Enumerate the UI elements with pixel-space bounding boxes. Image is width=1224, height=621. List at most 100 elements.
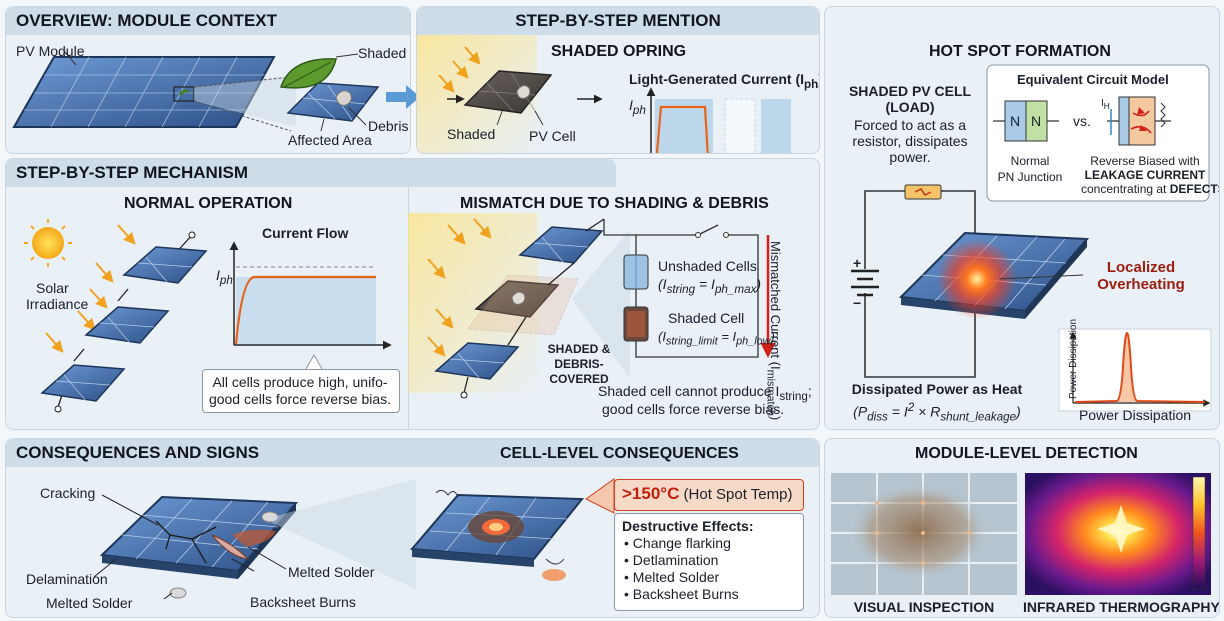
effect-4: • Backsheet Burns — [624, 586, 739, 602]
light-current-chart-title: Light-Generated Current (Iph) — [629, 71, 819, 93]
reverse-biased-label: Reverse Biased with — [1090, 154, 1200, 168]
normal-y-text: I — [216, 267, 220, 283]
unshaded-cells-label: Unshaded Cells — [658, 258, 757, 274]
temp-label: (Hot Spot Temp) — [679, 486, 793, 503]
pv-module-label: PV Module — [16, 43, 85, 59]
equivalent-circuit-title: Equivalent Circuit Model — [1017, 72, 1169, 87]
chart-title-sub: ph — [804, 77, 819, 91]
shaded-f4: ph_low — [736, 335, 771, 348]
overview-title: OVERVIEW: MODULE CONTEXT — [6, 7, 410, 35]
pf-c: = I — [887, 403, 908, 420]
pf-a: (P — [853, 403, 868, 420]
defects-label: concentrating at DEFECTS — [1081, 181, 1219, 198]
consequences-panel: CONSEQUENCES AND SIGNS CELL-LEVEL CONSEQ… — [5, 438, 820, 618]
affected-area-label: Affected Area — [288, 132, 372, 148]
detection-title: MODULE-LEVEL DETECTION — [915, 445, 1138, 462]
delamination-label: Delamination — [26, 571, 108, 587]
shaded-formula: (Istring_limit = Iph_low) — [658, 328, 775, 351]
shaded-pv-cell-title: SHADED PV CELL — [848, 83, 972, 99]
mismatch-illustration — [408, 213, 776, 399]
temp-callout — [614, 479, 804, 511]
dissipated-power-label: Dissipated Power as Heat — [851, 381, 1023, 397]
normal-note — [202, 369, 400, 413]
normal-operation-illustration — [24, 219, 392, 413]
hotspot-desc-1: Forced to act as a — [853, 117, 967, 133]
mm-n1: Shaded cell cannot produce I — [598, 383, 780, 399]
load-label: (LOAD) — [885, 99, 935, 115]
mm-n2: string — [779, 389, 808, 403]
pf-d: 2 — [907, 401, 915, 414]
consequences-title: CONSEQUENCES AND SIGNS — [6, 439, 819, 467]
minus-sign: − — [853, 295, 862, 311]
normal-operation-title: NORMAL OPERATION — [124, 195, 293, 212]
unshaded-formula: (Istring = Iph_max) — [658, 276, 761, 298]
normal-note-line2: good cells force reverse bias. — [208, 391, 392, 407]
y-label-sub: ph — [632, 103, 646, 117]
defects-b: DEFECTS — [1169, 182, 1219, 196]
chart-title-text: Light-Generated Current (I — [629, 71, 805, 87]
battery-icon — [851, 269, 879, 297]
effect-3: • Melted Solder — [624, 569, 720, 585]
visual-inspection-label: VISUAL INSPECTION — [853, 599, 995, 615]
effect-2: • Detlamination — [624, 552, 719, 568]
pv-cell-label: PV Cell — [529, 128, 576, 144]
overheating-label: Overheating — [1097, 276, 1185, 293]
power-axis-label: Power Dissipation — [1068, 318, 1079, 399]
normal-chart-y-label: Iph — [216, 267, 233, 289]
effect-3-text: Melted Solder — [632, 569, 720, 585]
shaded-debris-label-1: SHADED & — [547, 342, 611, 356]
leakage-current-label: LEAKAGE CURRENT — [1084, 168, 1206, 182]
pf-e: × R — [914, 403, 941, 420]
unshaded-f3: = I — [695, 276, 715, 292]
shaded-f5: ) — [770, 329, 775, 344]
shaded-debris-label-3: COVERED — [549, 372, 609, 386]
unshaded-f2: string — [666, 282, 696, 296]
normal-y-sub: ph — [219, 273, 233, 287]
shaded-cell-label: Shaded — [447, 126, 496, 142]
overview-panel: OVERVIEW: MODULE CONTEXT PV Module Shade… — [5, 6, 411, 154]
melted-solder-right-label: Melted Solder — [288, 564, 375, 580]
unshaded-f1: (I — [658, 276, 667, 292]
dissipated-formula: (Pdiss = I2 × Rshunt_leakage) — [839, 399, 1035, 425]
solar-label: Solar — [36, 280, 69, 296]
shaded-cell-label-2: Shaded Cell — [668, 310, 745, 326]
chart-y-label: Iph — [629, 97, 646, 119]
chart-title-end: ) — [818, 71, 819, 87]
step-mention-title: STEP-BY-STEP MENTION — [417, 7, 819, 35]
vs-label: vs. — [1073, 113, 1091, 129]
mismatch-l1: Mismatched Current (I — [768, 241, 783, 370]
visual-inspection-image — [831, 473, 1017, 595]
pf-f: shunt_leakage — [940, 410, 1017, 424]
effect-1-text: Change flarking — [632, 535, 731, 551]
cracking-label: Cracking — [40, 485, 96, 501]
light-current-chart — [655, 98, 791, 153]
shaded-f2: string_limit — [665, 335, 718, 348]
shaded-label: Shaded — [358, 45, 407, 61]
destructive-box — [614, 513, 804, 611]
n-label-2: N — [1031, 113, 1042, 129]
mismatch-note-line2: good cells force reverse bias. — [602, 401, 785, 417]
current-flow-title: Current Flow — [262, 225, 349, 241]
pv-module-illustration — [12, 50, 380, 132]
mismatch-title: MISMATCH DUE TO SHADING & DEBRIS — [460, 195, 769, 212]
normal-label: Normal — [1010, 154, 1050, 168]
hotspot-title: HOT SPOT FORMATION — [929, 43, 1111, 60]
mismatch-note-line1: Shaded cell cannot produce Istring; — [598, 383, 812, 405]
hotspot-desc-2: resistor, dissipates — [852, 133, 968, 149]
mechanism-title: STEP-BY-STEP MECHANISM — [6, 159, 616, 187]
shaded-opring-illustration — [417, 35, 656, 153]
infrared-label: INFRARED THERMOGRAPHY — [1023, 599, 1220, 615]
temp-value: >150°C — [622, 484, 680, 503]
detection-panel: MODULE-LEVEL DETECTION VISUAL INSPECTION… — [824, 438, 1220, 618]
pf-b: diss — [867, 410, 888, 424]
flow-arrow — [386, 85, 420, 109]
ih-label: IH — [1101, 95, 1110, 115]
mm-n3: ; — [807, 383, 812, 399]
n-label-1: N — [1010, 113, 1021, 129]
consequences-illustration — [93, 478, 615, 600]
unshaded-f5: ) — [756, 276, 762, 292]
effect-2-text: Detlamination — [632, 552, 719, 568]
pf-g: ) — [1016, 403, 1021, 420]
y-label-text: I — [629, 97, 633, 113]
shaded-f3: = I — [717, 329, 737, 344]
